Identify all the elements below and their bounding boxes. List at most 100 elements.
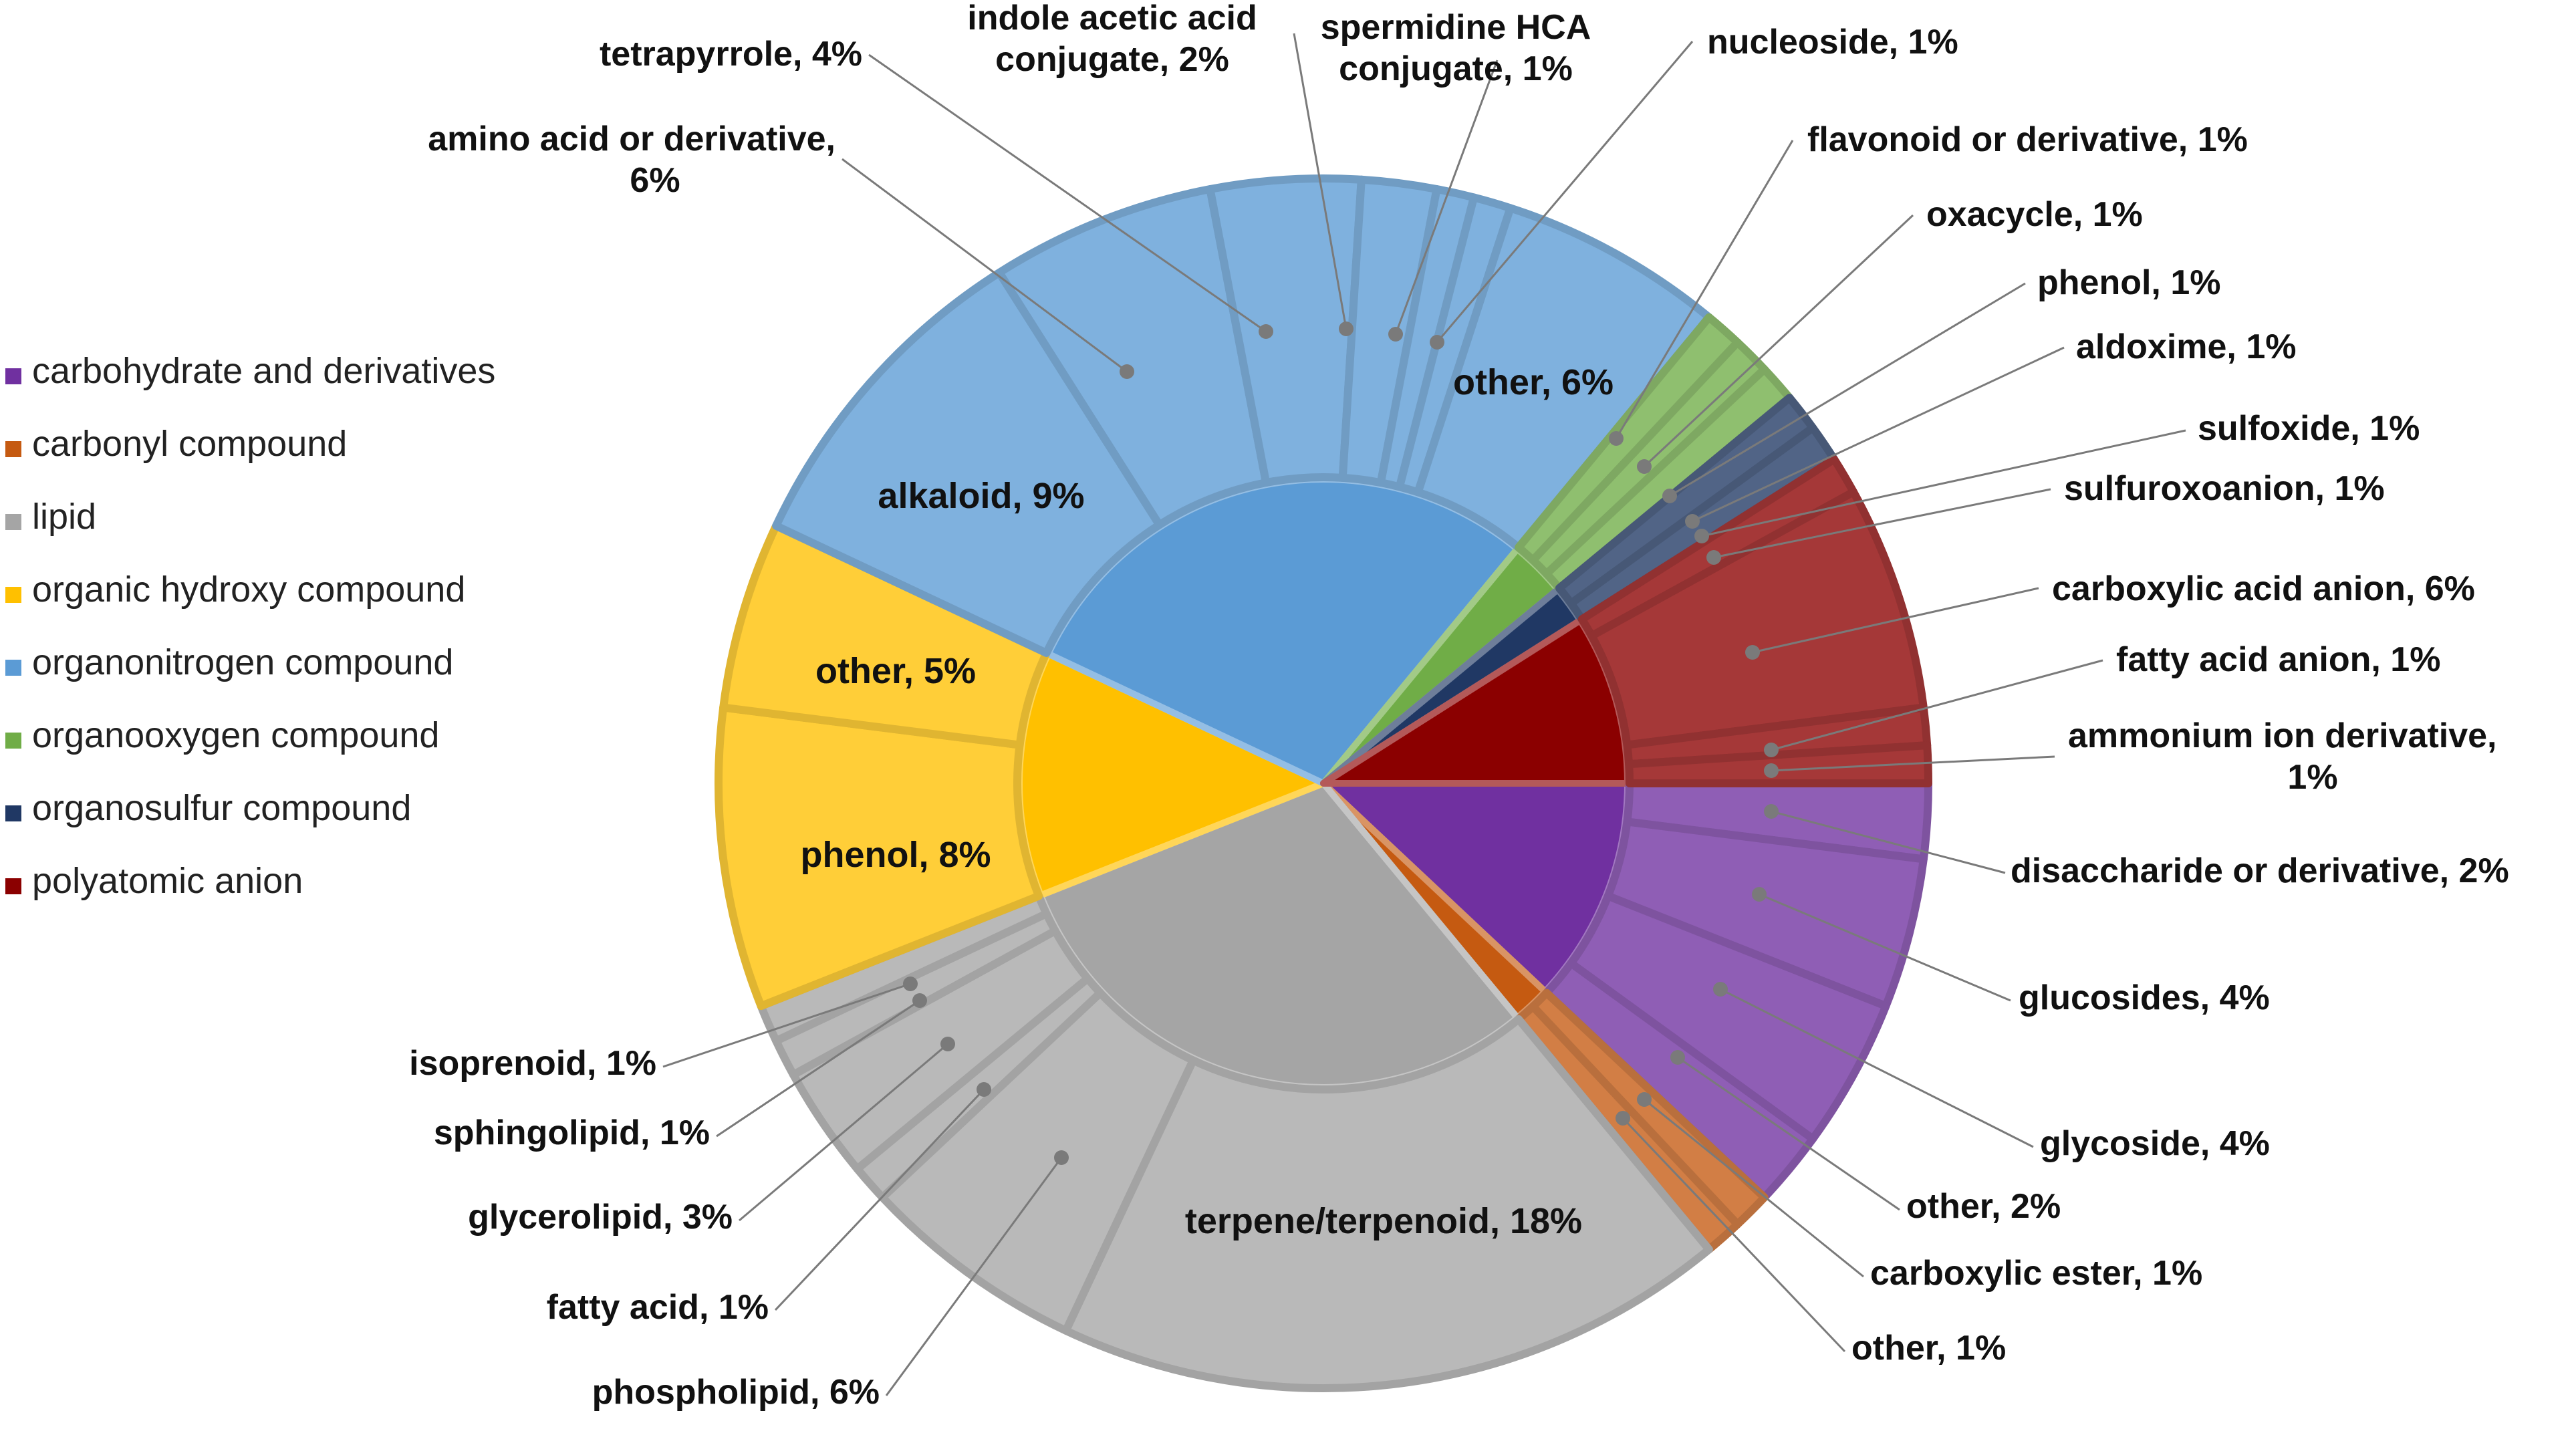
slice-label-sulfuroxoanion-polyatomic-anion: sulfuroxoanion, 1% (2064, 469, 2385, 508)
outer-slice-polyatomic-anion-ammonium-ion-derivative (1625, 741, 1932, 787)
legend: carbohydrate and derivatives carbonyl com… (5, 351, 495, 901)
leader-line-aldoxime-organosulfur-compound (1692, 346, 2065, 523)
slice-label-fatty-acid-lipid: fatty acid, 1% (547, 1288, 769, 1327)
slice-label-glycerolipid-lipid: glycerolipid, 3% (468, 1198, 733, 1237)
legend-swatch (5, 587, 21, 603)
legend-swatch (5, 733, 21, 749)
slice-label-oxacycle-organooxygen-compound: oxacycle, 1% (1926, 195, 2143, 234)
leader-dot-fatty-acid-anion-polyatomic-anion (1764, 743, 1779, 757)
leader-line-nucleoside-organonitrogen-compound (1436, 41, 1694, 343)
leader-line-tetrapyrrole-organonitrogen-compound (868, 53, 1267, 333)
outer-slice-organic-hydroxy-compound-phenol (715, 703, 1043, 1011)
leader-line-fatty-acid-anion-polyatomic-anion (1771, 659, 2103, 751)
legend-item-organonitrogen-compound: organonitrogen compound (5, 642, 453, 682)
slice-label-line-1: amino acid or derivative, (428, 120, 835, 158)
leader-line-carboxylic-ester-carbonyl-compound (1644, 1098, 1864, 1278)
leader-dot-tetrapyrrole-organonitrogen-compound (1259, 324, 1273, 339)
slice-label-line-2: 1% (2287, 758, 2337, 797)
slice-label-other-carbohydrate-and-derivatives: other, 2% (1906, 1187, 2061, 1226)
leader-line-glycerolipid-lipid (739, 1043, 948, 1222)
leader-dot-glucosides-carbohydrate-and-derivatives (1752, 887, 1767, 902)
slice-label-other-organic-hydroxy-compound: other, 5% (815, 651, 976, 691)
slice-label-amino-acid-or-derivative-organonitrogen-compound: amino acid or derivative,6% (428, 120, 835, 200)
slice-label-disaccharide-or-derivative-carbohydrate-and-derivatives: disaccharide or derivative, 2% (2011, 852, 2509, 890)
slice-label-other-carbonyl-compound: other, 1% (1851, 1329, 2006, 1368)
leader-dot-sphingolipid-lipid (912, 993, 927, 1008)
legend-label: polyatomic anion (32, 861, 303, 901)
leader-line-spermidine-hca-conjugate-organonitrogen-compound (1394, 59, 1499, 335)
slice-label-other-organonitrogen-compound: other, 6% (1453, 362, 1614, 402)
leader-dot-phenol-organooxygen-compound (1662, 489, 1677, 503)
leader-dot-sulfoxide-organosulfur-compound (1694, 529, 1709, 543)
slice-label-line-1: indole acetic acid (967, 0, 1257, 37)
legend-item-organic-hydroxy-compound: organic hydroxy compound (5, 569, 465, 610)
slice-label-line-2: 6% (630, 161, 680, 200)
legend-label: organooxygen compound (32, 715, 439, 755)
slice-label-isoprenoid-lipid: isoprenoid, 1% (409, 1044, 656, 1083)
slice-label-phenol-organooxygen-compound: phenol, 1% (2037, 263, 2220, 302)
leader-dot-carboxylic-acid-anion-polyatomic-anion (1745, 645, 1760, 660)
legend-label: organosulfur compound (32, 788, 411, 828)
leader-line-other-carbohydrate-and-derivatives (1677, 1056, 1900, 1211)
leader-line-sulfoxide-organosulfur-compound (1701, 429, 2186, 537)
slice-label-nucleoside-organonitrogen-compound: nucleoside, 1% (1707, 23, 1958, 61)
leader-dot-carboxylic-ester-carbonyl-compound (1637, 1092, 1652, 1107)
legend-item-lipid: lipid (5, 497, 96, 537)
leader-dot-flavonoid-or-derivative-organooxygen-compound (1609, 431, 1624, 446)
leader-line-carboxylic-acid-anion-polyatomic-anion (1752, 587, 2039, 654)
legend-item-carbonyl-compound: carbonyl compound (5, 424, 347, 464)
legend-swatch (5, 368, 21, 384)
leader-line-fatty-acid-lipid (774, 1088, 985, 1311)
leader-dot-other-carbohydrate-and-derivatives (1670, 1050, 1685, 1065)
slice-label-phenol-organic-hydroxy-compound: phenol, 8% (800, 835, 991, 875)
leader-dot-isoprenoid-lipid (903, 977, 918, 991)
leader-dot-fatty-acid-lipid (977, 1082, 991, 1097)
slice-label-glucosides-carbohydrate-and-derivatives: glucosides, 4% (2019, 979, 2270, 1017)
slice-label-sphingolipid-lipid: sphingolipid, 1% (434, 1114, 710, 1152)
leader-line-phenol-organooxygen-compound (1669, 282, 2026, 497)
leader-line-amino-acid-or-derivative-organonitrogen-compound (842, 158, 1128, 373)
leader-dot-glycerolipid-lipid (940, 1037, 955, 1051)
outer-ring (715, 174, 1932, 1392)
legend-swatch (5, 660, 21, 676)
leader-line-glycoside-carbohydrate-and-derivatives (1720, 988, 2034, 1148)
legend-item-carbohydrate-and-derivatives: carbohydrate and derivatives (5, 351, 495, 391)
leader-dot-aldoxime-organosulfur-compound (1685, 514, 1700, 529)
legend-label: carbohydrate and derivatives (32, 351, 495, 391)
leader-line-flavonoid-or-derivative-organooxygen-compound (1615, 140, 1794, 439)
slice-label-line-1: ammonium ion derivative, (2068, 717, 2497, 755)
leader-dot-ammonium-ion-derivative-polyatomic-anion (1764, 763, 1779, 778)
leader-dot-disaccharide-or-derivative-carbohydrate-and-derivatives (1764, 804, 1779, 819)
leader-line-glucosides-carbohydrate-and-derivatives (1759, 893, 2011, 1002)
slice-label-terpene-terpenoid-lipid: terpene/terpenoid, 18% (1185, 1201, 1582, 1241)
legend-item-organosulfur-compound: organosulfur compound (5, 788, 411, 828)
slice-label-aldoxime-organosulfur-compound: aldoxime, 1% (2076, 328, 2296, 366)
legend-label: organonitrogen compound (32, 642, 453, 682)
slice-label-glycoside-carbohydrate-and-derivatives: glycoside, 4% (2040, 1124, 2270, 1163)
leader-line-indole-acetic-acid-conjugate-organonitrogen-compound (1293, 33, 1347, 330)
slice-label-line-2: conjugate, 1% (1339, 49, 1573, 88)
legend-label: carbonyl compound (32, 424, 347, 464)
legend-swatch (5, 441, 21, 457)
leader-line-isoprenoid-lipid (662, 983, 911, 1068)
slice-label-alkaloid-organonitrogen-compound: alkaloid, 9% (878, 476, 1084, 516)
slice-label-line-1: spermidine HCA (1321, 8, 1591, 47)
inner-ring (1016, 476, 1631, 1091)
leader-dot-phospholipid-lipid (1054, 1150, 1069, 1165)
outer-slice-organonitrogen-compound-alkaloid (772, 268, 1164, 657)
leader-line-ammonium-ion-derivative-polyatomic-anion (1771, 755, 2055, 772)
legend-label: organic hydroxy compound (32, 569, 465, 610)
slice-label-carboxylic-acid-anion-polyatomic-anion: carboxylic acid anion, 6% (2052, 569, 2475, 608)
legend-swatch (5, 805, 21, 821)
leader-line-sphingolipid-lipid (716, 999, 920, 1138)
slice-label-fatty-acid-anion-polyatomic-anion: fatty acid anion, 1% (2116, 640, 2440, 679)
legend-item-organooxygen-compound: organooxygen compound (5, 715, 439, 755)
leader-dot-amino-acid-or-derivative-organonitrogen-compound (1120, 364, 1134, 379)
slice-label-line-2: conjugate, 2% (995, 40, 1229, 79)
leader-dot-sulfuroxoanion-polyatomic-anion (1706, 550, 1721, 565)
legend-swatch (5, 878, 21, 894)
leader-line-oxacycle-organooxygen-compound (1643, 214, 1914, 468)
leader-dot-oxacycle-organooxygen-compound (1637, 459, 1652, 474)
